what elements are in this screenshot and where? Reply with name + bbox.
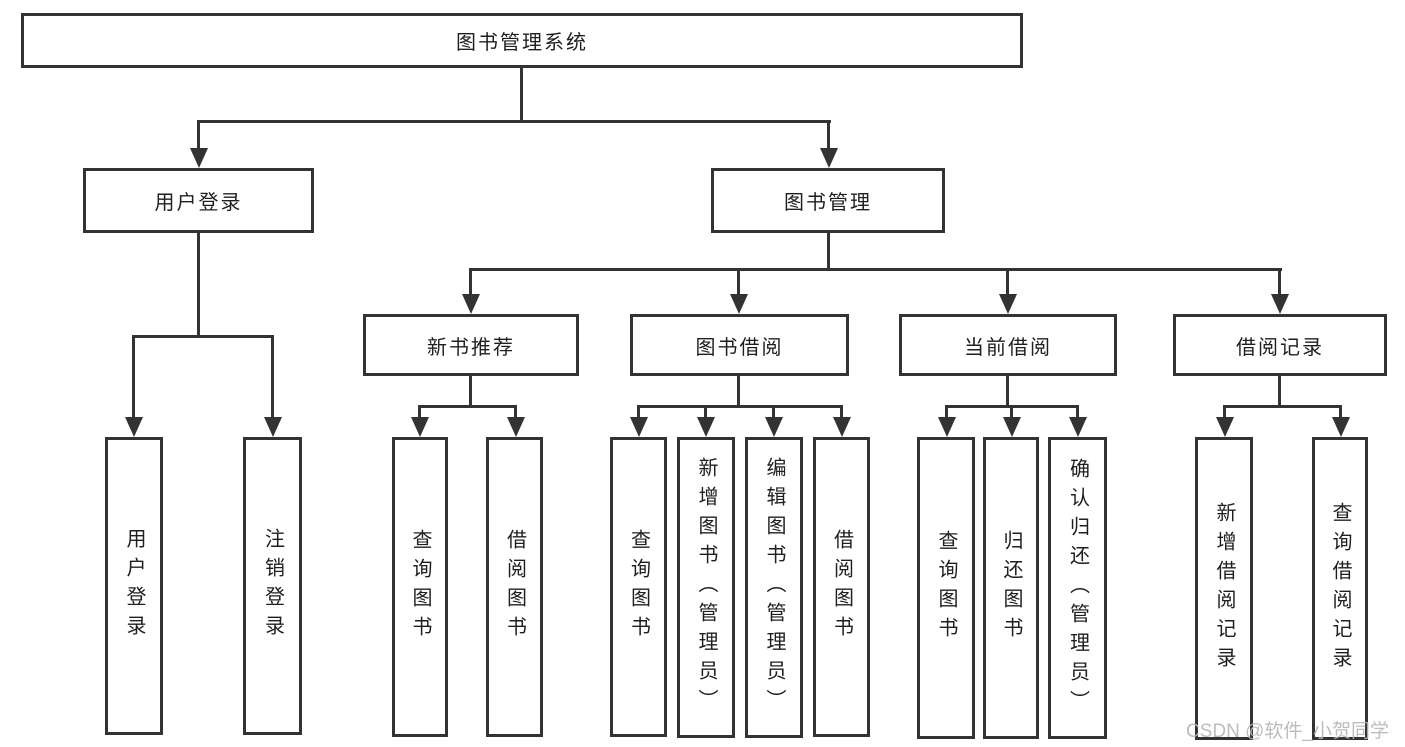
node-label: 确认归还（管理员） (1066, 457, 1089, 719)
connector-line (197, 233, 200, 338)
arrowhead-down-icon (125, 417, 143, 437)
arrowhead-down-icon (730, 294, 748, 314)
connector-line (514, 405, 517, 421)
arrowhead-down-icon (507, 417, 525, 437)
arrowhead-down-icon (820, 148, 838, 168)
connector-line (737, 268, 740, 298)
leaf-query-books-recommend: 查询图书 (392, 437, 448, 737)
node-label: 新增图书（管理员） (695, 457, 717, 718)
node-book-borrowing: 图书借阅 (630, 314, 849, 376)
leaf-query-books-borrowing: 查询图书 (610, 437, 667, 737)
node-user-login: 用户登录 (83, 168, 314, 233)
leaf-logout: 注销登录 (243, 437, 302, 735)
connector-line (840, 405, 843, 421)
node-label: 图书管理 (784, 192, 872, 214)
arrowhead-down-icon (630, 417, 648, 437)
connector-line (132, 335, 274, 338)
connector-line (520, 68, 523, 123)
arrowhead-down-icon (697, 417, 715, 437)
leaf-add-books-admin: 新增图书（管理员） (677, 437, 735, 738)
leaf-borrow-books-recommend: 借阅图书 (486, 437, 543, 737)
connector-line (271, 335, 274, 421)
connector-line (827, 233, 830, 270)
node-label: 用户登录 (123, 528, 145, 644)
leaf-return-books: 归还图书 (983, 437, 1039, 739)
node-new-book-recommend: 新书推荐 (363, 314, 579, 376)
connector-line (945, 405, 948, 421)
connector-line (1076, 405, 1079, 421)
connector-line (1223, 405, 1226, 421)
connector-line (1278, 268, 1281, 298)
arrowhead-down-icon (1069, 417, 1087, 437)
connector-line (772, 405, 775, 421)
node-label: 查询图书 (409, 529, 431, 645)
connector-line (1278, 376, 1281, 407)
connector-line (197, 120, 200, 152)
connector-line (418, 405, 421, 421)
connector-line (469, 268, 472, 298)
node-label: 查询借阅记录 (1329, 501, 1351, 676)
connector-line (469, 268, 1282, 271)
connector-line (1010, 405, 1013, 421)
connector-line (132, 335, 135, 421)
arrowhead-down-icon (765, 417, 783, 437)
node-label: 图书管理系统 (456, 32, 588, 54)
node-label: 当前借阅 (964, 336, 1052, 359)
connector-line (1006, 268, 1009, 298)
node-book-management: 图书管理 (711, 168, 945, 233)
leaf-confirm-return-admin: 确认归还（管理员） (1048, 437, 1107, 739)
arrowhead-down-icon (1332, 417, 1350, 437)
leaf-edit-books-admin: 编辑图书（管理员） (745, 437, 803, 738)
arrowhead-down-icon (264, 417, 282, 437)
connector-line (197, 120, 831, 123)
arrowhead-down-icon (462, 294, 480, 314)
arrowhead-down-icon (411, 417, 429, 437)
node-label: 图书借阅 (695, 336, 784, 359)
connector-line (1339, 405, 1342, 421)
arrowhead-down-icon (1271, 294, 1289, 314)
node-label: 归还图书 (1000, 530, 1022, 646)
node-label: 查询图书 (935, 530, 957, 646)
connector-line (1006, 376, 1009, 407)
connector-line (737, 376, 740, 407)
leaf-query-books-current: 查询图书 (917, 437, 975, 739)
node-label: 查询图书 (627, 529, 650, 645)
node-borrowing-records: 借阅记录 (1173, 314, 1387, 376)
node-root-library-system: 图书管理系统 (21, 13, 1023, 68)
leaf-query-borrow-record: 查询借阅记录 (1312, 437, 1368, 740)
connector-line (469, 376, 472, 407)
arrowhead-down-icon (999, 294, 1017, 314)
connector-line (1223, 405, 1342, 408)
node-label: 新书推荐 (427, 336, 515, 359)
connector-line (827, 120, 830, 152)
node-label: 借阅图书 (503, 529, 526, 645)
connector-line (637, 405, 640, 421)
arrowhead-down-icon (1003, 417, 1021, 437)
node-label: 借阅记录 (1236, 336, 1324, 359)
node-label: 新增借阅记录 (1213, 501, 1235, 676)
leaf-add-borrow-record: 新增借阅记录 (1195, 437, 1253, 740)
connector-line (637, 405, 843, 408)
arrowhead-down-icon (1216, 417, 1234, 437)
connector-line (418, 405, 517, 408)
arrowhead-down-icon (938, 417, 956, 437)
csdn-watermark: CSDN @软件_小贺同学 (1186, 721, 1389, 742)
leaf-borrow-books-borrowing: 借阅图书 (813, 437, 870, 737)
arrowhead-down-icon (833, 417, 851, 437)
node-label: 注销登录 (261, 528, 284, 644)
node-label: 用户登录 (154, 192, 243, 214)
arrowhead-down-icon (190, 148, 208, 168)
connector-line (704, 405, 707, 421)
node-label: 编辑图书（管理员） (763, 457, 785, 718)
node-label: 借阅图书 (830, 529, 853, 645)
node-current-borrowing: 当前借阅 (899, 314, 1117, 376)
leaf-user-login: 用户登录 (105, 437, 163, 735)
